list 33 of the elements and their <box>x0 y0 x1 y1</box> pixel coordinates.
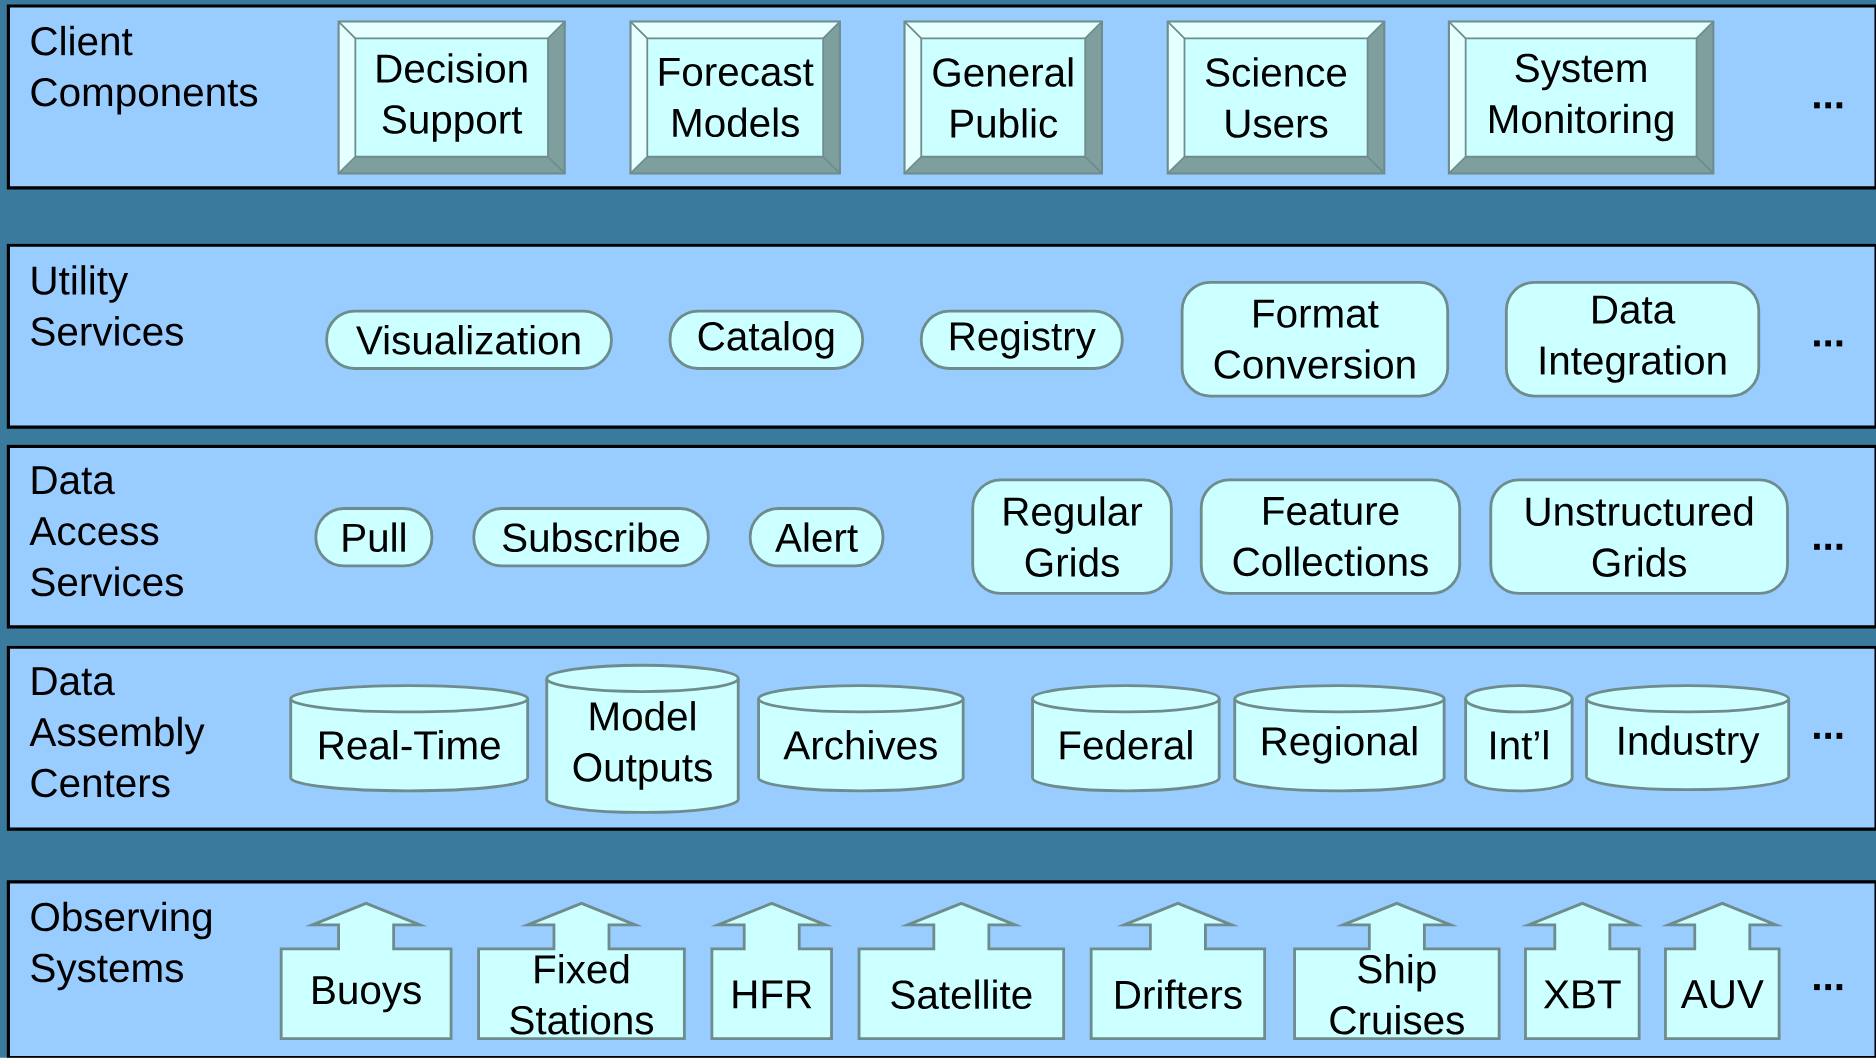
beveled-box: General Public <box>903 20 1103 175</box>
cylinder: Model Outputs <box>545 664 740 814</box>
cylinder: Industry <box>1585 684 1791 792</box>
beveled-box: Forecast Models <box>629 20 841 175</box>
cylinder: Int’l <box>1464 684 1574 793</box>
ellipsis: ... <box>1814 340 1843 347</box>
up-arrow-box: Ship Cruises <box>1293 902 1501 1041</box>
up-arrow-box: Buoys <box>279 902 453 1041</box>
rounded-box: Alert <box>748 507 885 568</box>
rounded-box: Feature Collections <box>1199 478 1462 596</box>
rounded-box: Visualization <box>325 309 613 371</box>
beveled-box: Science Users <box>1166 20 1386 175</box>
rounded-box: Unstructured Grids <box>1489 478 1789 596</box>
beveled-box: System Monitoring <box>1447 20 1715 175</box>
rounded-box: Regular Grids <box>971 478 1173 596</box>
up-arrow-box: XBT <box>1521 902 1644 1041</box>
up-arrow-box: Fixed Stations <box>477 902 686 1041</box>
rounded-box: Pull <box>314 507 434 568</box>
cylinder: Archives <box>757 684 965 793</box>
ellipsis: ... <box>1814 102 1843 109</box>
up-arrow-box: Drifters <box>1089 902 1267 1041</box>
up-arrow-box: Satellite <box>857 902 1066 1041</box>
beveled-box: Decision Support <box>337 20 566 175</box>
rounded-box: Registry <box>919 309 1124 371</box>
rounded-box: Data Integration <box>1504 281 1761 398</box>
rounded-box: Subscribe <box>472 507 710 568</box>
rounded-box: Catalog <box>668 309 865 371</box>
up-arrow-box: AUV <box>1661 902 1784 1041</box>
cylinder: Real-Time <box>289 684 530 793</box>
cylinder: Federal <box>1031 684 1221 793</box>
up-arrow-box: HFR <box>710 902 833 1041</box>
rounded-box: Format Conversion <box>1180 281 1450 398</box>
cylinder: Regional <box>1233 684 1446 793</box>
